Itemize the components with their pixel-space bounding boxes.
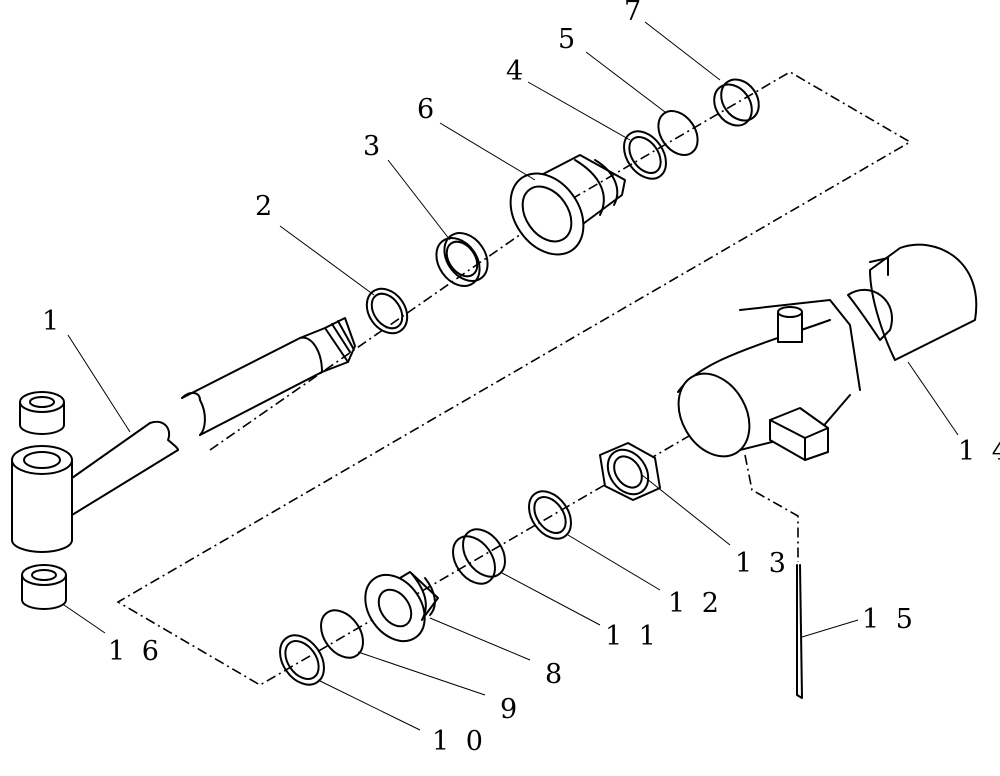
part-16-pivot-eye <box>11 391 73 610</box>
callout-7: 7 <box>624 0 645 27</box>
part-3-seal <box>435 232 489 287</box>
callout-13: 1 3 <box>735 548 790 579</box>
part-13-nut <box>599 442 661 501</box>
callout-4: 4 <box>506 56 527 87</box>
leader-lines <box>63 21 959 731</box>
part-11-split-ring <box>452 528 506 585</box>
callout-11: 1 1 <box>605 621 660 652</box>
callout-9: 9 <box>500 694 521 725</box>
callout-2: 2 <box>255 191 276 222</box>
part-5-disc <box>657 110 699 156</box>
callout-12: 1 2 <box>668 588 723 619</box>
callout-1: 1 <box>42 306 63 337</box>
callout-10: 1 0 <box>432 726 487 757</box>
callout-16: 1 6 <box>108 636 163 667</box>
callout-14: 1 4 <box>958 436 1000 467</box>
part-12-ring <box>528 490 572 540</box>
part-1-piston-rod <box>71 317 356 516</box>
part-2-ring <box>365 287 409 335</box>
part-8-piston <box>364 571 439 643</box>
callout-8: 8 <box>545 659 566 690</box>
assembly-centerline <box>116 71 912 686</box>
part-4-ring <box>623 130 667 180</box>
cylinder-centerline <box>744 454 799 562</box>
part-15-tube <box>796 564 803 699</box>
callout-6: 6 <box>417 94 438 125</box>
part-9-disc <box>320 609 364 659</box>
callout-5: 5 <box>558 24 579 55</box>
part-6-gland <box>509 154 626 256</box>
part-14-cylinder-barrel <box>677 243 978 461</box>
callout-15: 1 5 <box>862 604 917 635</box>
callout-3: 3 <box>363 131 384 162</box>
part-7-split-ring <box>713 78 760 127</box>
part-10-ring <box>279 634 325 686</box>
